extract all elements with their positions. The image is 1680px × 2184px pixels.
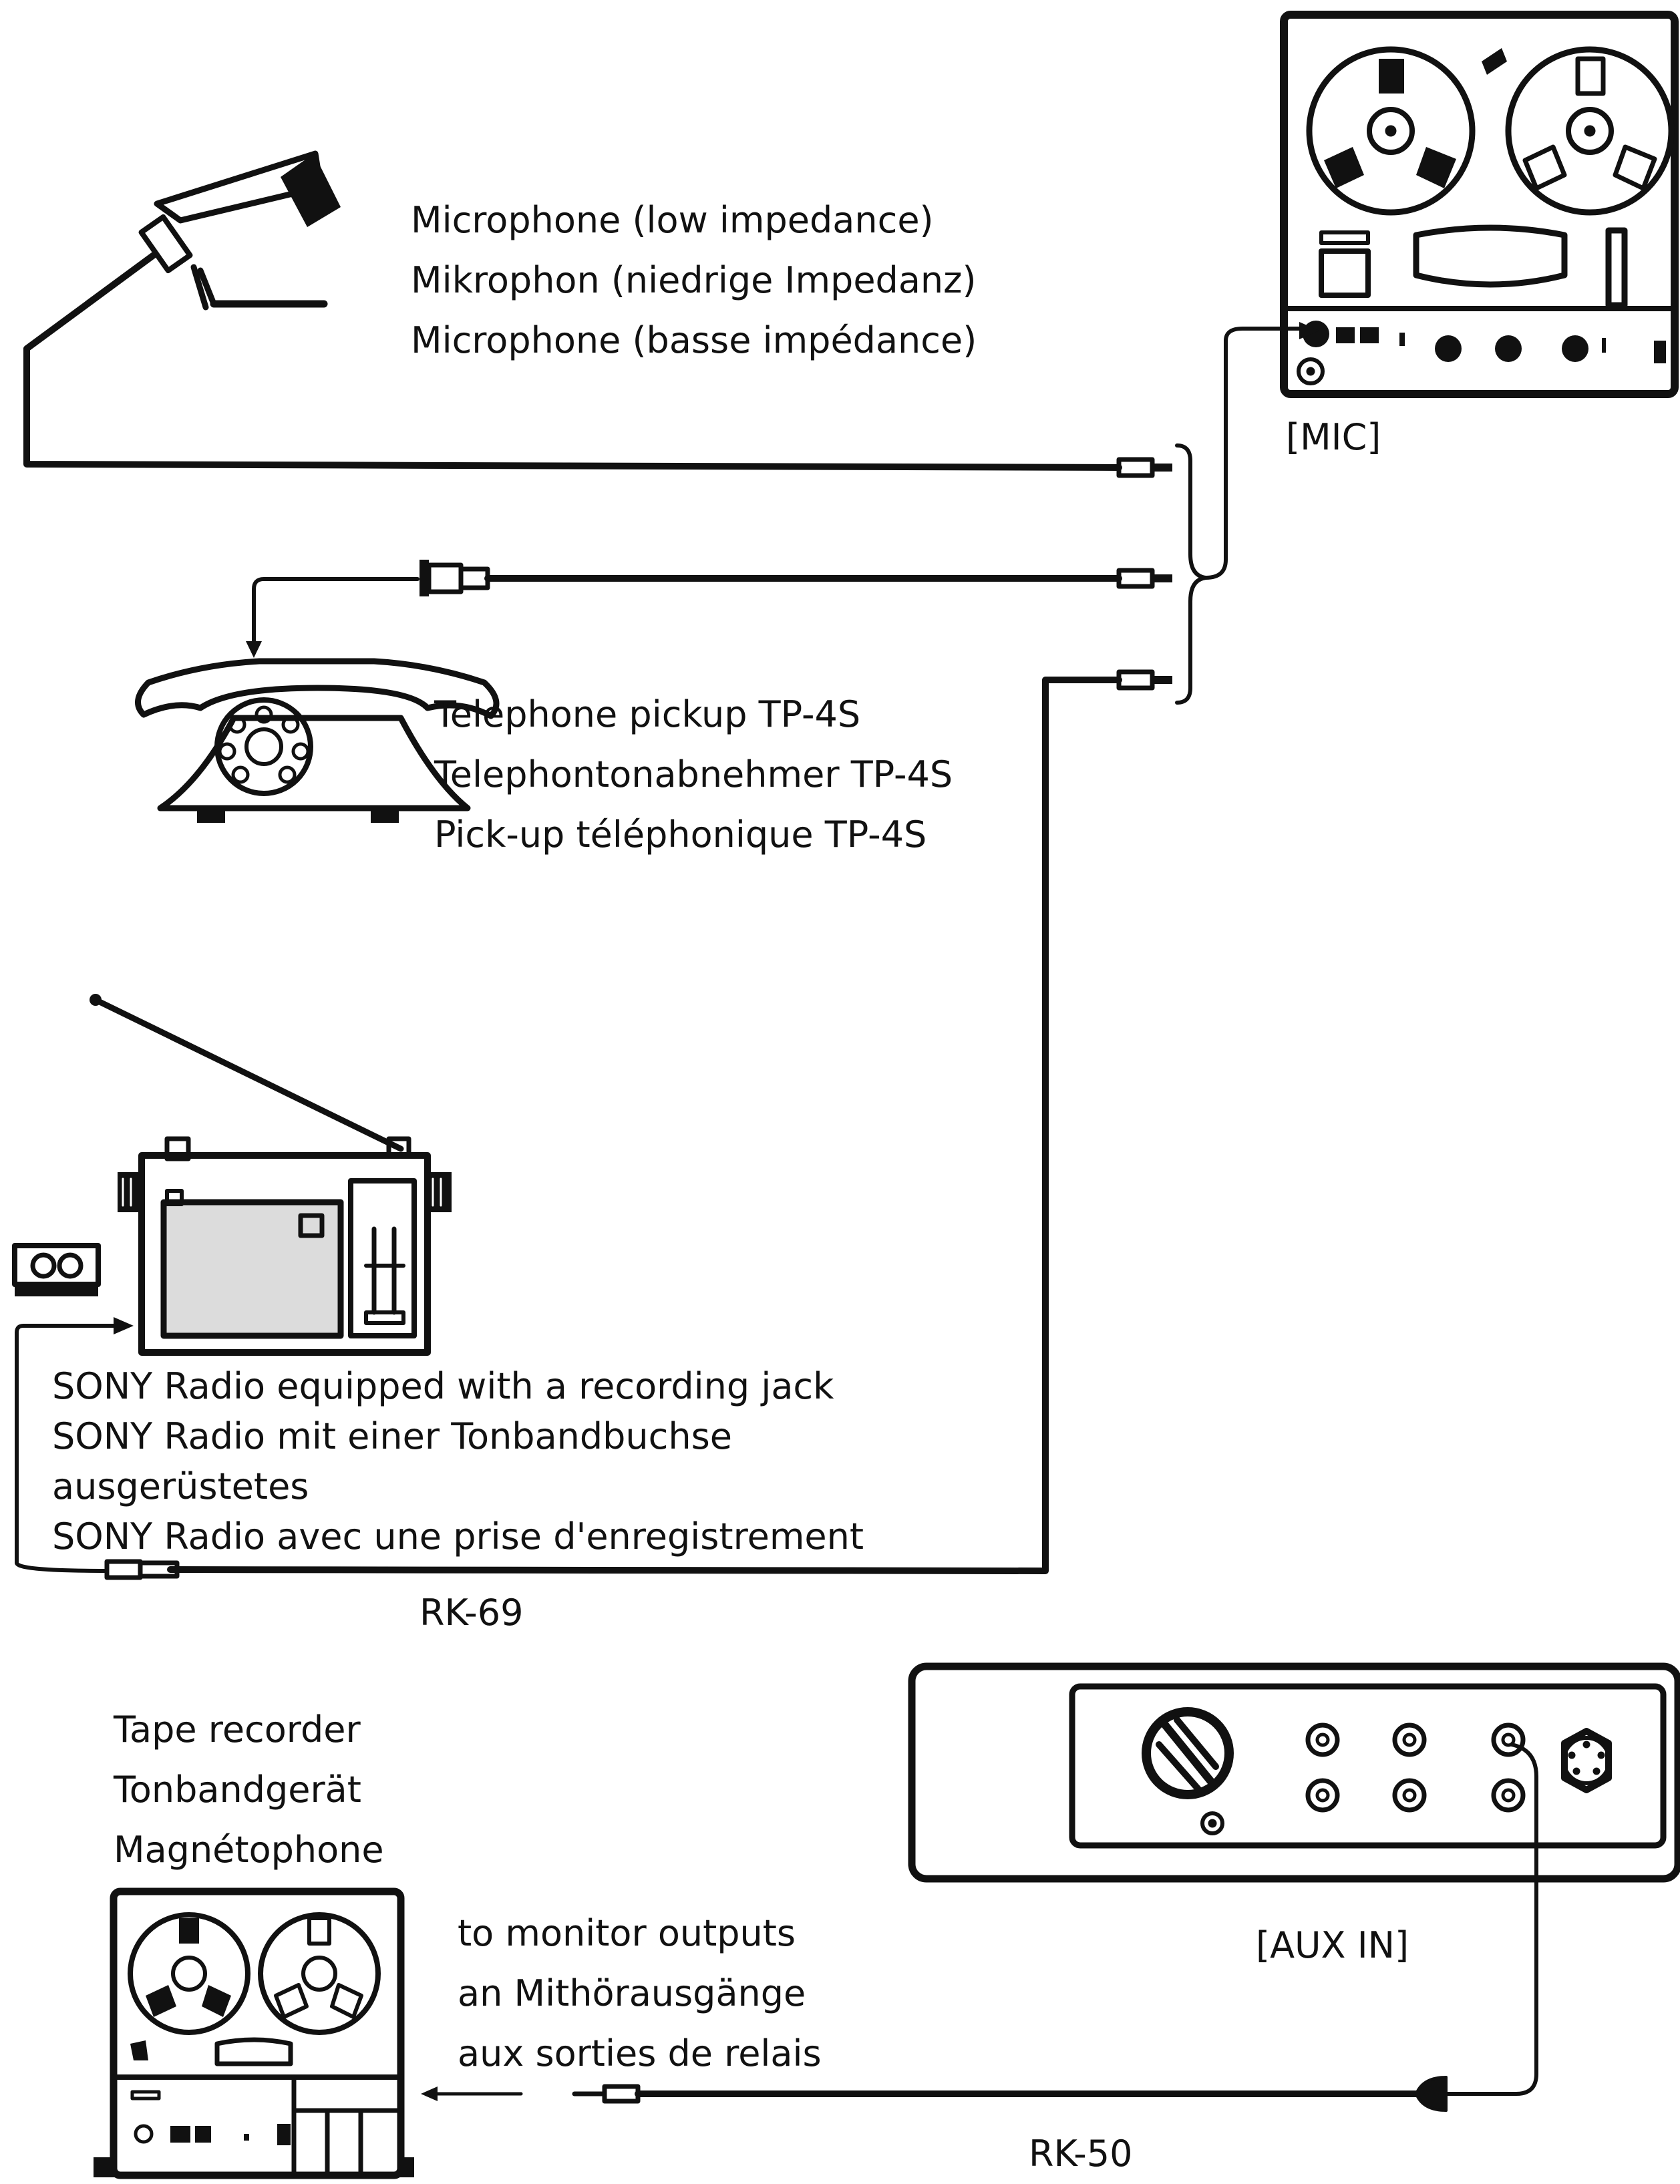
- rk50-label: RK-50: [1029, 2133, 1133, 2175]
- cassette-icon: [12, 1243, 101, 1296]
- radio-label-de-2: ausgerüstetes: [52, 1465, 309, 1507]
- rk69-cable: [167, 677, 1122, 1574]
- radio-label-fr: SONY Radio avec une prise d'enregistreme…: [52, 1515, 864, 1558]
- main-tape-recorder-icon: [1280, 11, 1679, 398]
- telephone-pickup-label-fr: Pick-up téléphonique TP-4S: [434, 813, 927, 856]
- small-tape-recorder-icon: [94, 1887, 414, 2179]
- tape-recorder-label-de: Tonbandgerät: [114, 1769, 361, 1811]
- tape-recorder-label-en: Tape recorder: [114, 1708, 361, 1751]
- rk69-label: RK-69: [419, 1592, 524, 1634]
- amplifier-panel-icon: [908, 1662, 1680, 1883]
- microphone-label: Microphone (low impedance) Mikrophon (ni…: [411, 190, 977, 371]
- microphone-label-de: Mikrophon (niedrige Impedanz): [411, 259, 977, 301]
- telephone-icon: [135, 577, 500, 823]
- telephone-pickup-label-en: Telephone pickup TP-4S: [434, 693, 861, 735]
- radio-icon: [90, 994, 452, 1356]
- radio-recording-cable: [15, 1317, 180, 1580]
- input-plugs-icon: [1116, 322, 1319, 705]
- radio-label-en: SONY Radio equipped with a recording jac…: [52, 1365, 834, 1407]
- rk50-cable: [421, 1743, 1538, 2112]
- mic-jack-label: [MIC]: [1286, 416, 1381, 458]
- aux-in-jack-label: [AUX IN]: [1256, 1924, 1409, 1966]
- microphone-label-fr: Microphone (basse impédance): [411, 319, 977, 361]
- monitor-outputs-label-en: to monitor outputs: [458, 1912, 796, 1954]
- telephone-pickup-label: Telephone pickup TP-4S Telephontonabnehm…: [434, 685, 953, 865]
- monitor-outputs-label: to monitor outputs an Mithörausgänge aux…: [458, 1903, 822, 2084]
- radio-label-de-1: SONY Radio mit einer Tonbandbuchse: [52, 1415, 732, 1457]
- microphone-icon: [23, 150, 1122, 471]
- monitor-outputs-label-fr: aux sorties de relais: [458, 2032, 822, 2074]
- telephone-pickup-plug-icon: [419, 560, 1122, 596]
- monitor-outputs-label-de: an Mithörausgänge: [458, 1972, 806, 2014]
- tape-recorder-label: Tape recorder Tonbandgerät Magnétophone: [114, 1700, 384, 1880]
- radio-label: SONY Radio equipped with a recording jac…: [52, 1361, 864, 1562]
- microphone-label-en: Microphone (low impedance): [411, 199, 934, 241]
- tape-recorder-label-fr: Magnétophone: [114, 1829, 384, 1871]
- telephone-pickup-label-de: Telephontonabnehmer TP-4S: [434, 753, 953, 795]
